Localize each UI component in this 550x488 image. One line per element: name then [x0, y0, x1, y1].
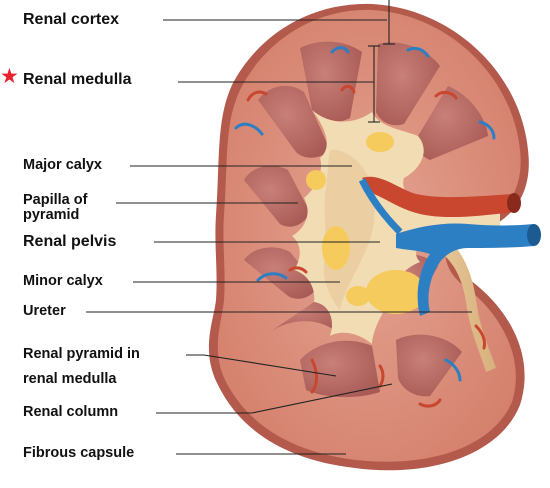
label-renal-pyramid-line1: Renal pyramid in [23, 346, 140, 362]
pyramid [244, 165, 310, 227]
pyramid [416, 86, 488, 160]
pyramid [376, 42, 440, 126]
renal-sinus-fat [306, 132, 426, 314]
label-renal-cortex: Renal cortex [23, 11, 120, 28]
ureter-tube [432, 232, 496, 372]
pyramid [300, 340, 380, 398]
label-renal-pelvis: Renal pelvis [23, 233, 117, 250]
vein-opening [527, 224, 541, 246]
leader-lines [86, 0, 472, 455]
renal-vein [396, 223, 534, 316]
label-major-calyx: Major calyx [23, 157, 102, 173]
label-papilla-line2: pyramid [23, 207, 80, 223]
artery-opening [507, 193, 521, 213]
arcuate-vessels [234, 46, 496, 408]
pyramid [396, 334, 462, 397]
vein-branch [358, 178, 403, 235]
label-papilla-line1: Papilla of [23, 192, 88, 208]
pyramid [244, 247, 318, 299]
star-icon: ★ [0, 64, 19, 88]
label-minor-calyx: Minor calyx [23, 273, 103, 289]
renal-artery [362, 176, 514, 218]
label-renal-medulla: Renal medulla [23, 71, 132, 88]
pyramid [258, 85, 330, 158]
label-ureter: Ureter [23, 303, 66, 319]
label-fibrous-capsule: Fibrous capsule [23, 445, 135, 461]
label-renal-pyramid-line2: renal medulla [23, 371, 117, 387]
label-renal-column: Renal column [23, 404, 119, 420]
renal-pyramids [244, 41, 488, 398]
